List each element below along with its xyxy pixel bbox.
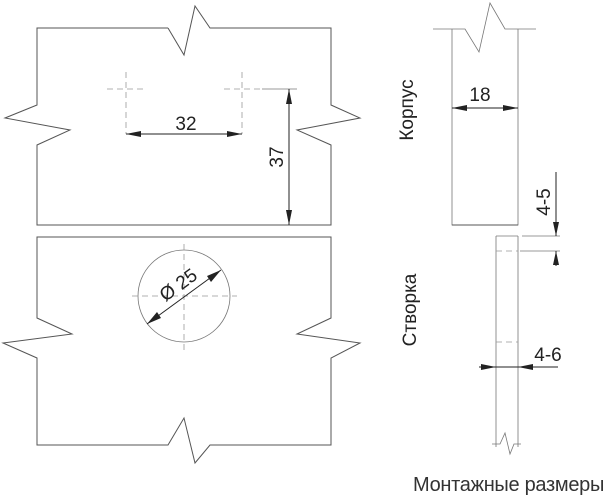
diagram-caption: Монтажные размеры: [413, 474, 605, 496]
dim-label-diameter: Ø 25: [156, 265, 202, 306]
dimension-hole-spacing: 32: [126, 114, 242, 137]
dim-label-37: 37: [267, 146, 288, 167]
dimension-door-gap: 4-6: [479, 345, 562, 370]
dimension-overlap-gap: 4-5: [520, 172, 560, 266]
hole-mark-left: [107, 72, 145, 134]
cabinet-side-body: [451, 29, 519, 226]
label-stvorka: Створка: [400, 273, 421, 346]
dimension-hole-offset: 37: [267, 89, 292, 225]
door-panel-outline: [1, 236, 362, 465]
cabinet-panel-outline: [3, 4, 362, 226]
door-side-break: [492, 431, 521, 456]
dim-label-4-5: 4-5: [534, 188, 555, 215]
label-korpus: Корпус: [397, 79, 418, 140]
dim-label-32: 32: [175, 114, 196, 135]
dimension-panel-thickness: 18: [452, 85, 518, 111]
cabinet-side-outline: [433, 1, 536, 54]
hole-mark-right: [224, 72, 297, 134]
dim-label-4-6: 4-6: [534, 345, 561, 366]
door-side-body: [495, 235, 519, 447]
dim-label-18: 18: [469, 85, 490, 106]
